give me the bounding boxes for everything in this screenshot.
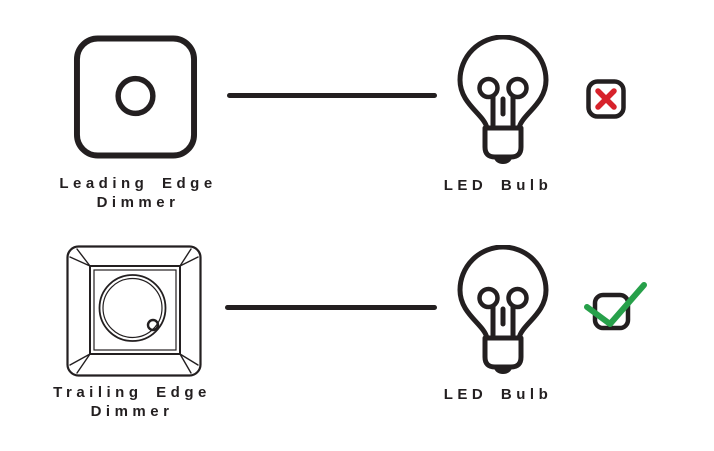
- leading-edge-dimmer-icon: [73, 34, 198, 160]
- leading-edge-dimmer-label-line2: Dimmer: [96, 194, 180, 211]
- cross-box-icon: [586, 79, 626, 119]
- trailing-edge-dimmer-label: Trailing Edge Dimmer: [22, 383, 242, 421]
- connector-line-bottom: [225, 305, 437, 310]
- connector-line-top: [227, 93, 437, 98]
- check-box-icon: [583, 281, 649, 339]
- trailing-edge-dimmer-label-line2: Dimmer: [90, 403, 174, 420]
- led-bulb-icon: [456, 245, 550, 375]
- trailing-edge-dimmer-label-line1: Trailing Edge: [53, 384, 211, 401]
- led-bulb-icon: [456, 35, 550, 165]
- leading-edge-dimmer-label: Leading Edge Dimmer: [28, 174, 248, 212]
- led-bulb-label-bottom: LED Bulb: [443, 386, 553, 403]
- led-bulb-label-top: LED Bulb: [443, 177, 553, 194]
- leading-edge-dimmer-label-line1: Leading Edge: [59, 175, 217, 192]
- trailing-edge-dimmer-icon: [66, 245, 202, 377]
